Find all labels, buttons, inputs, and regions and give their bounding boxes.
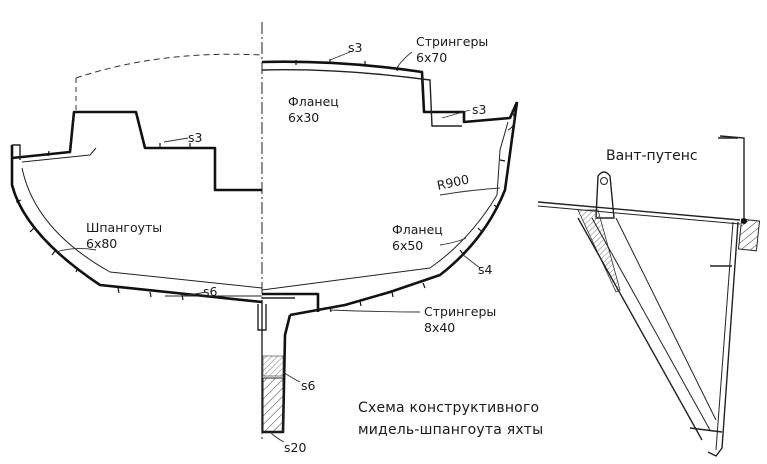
deck-camber-dashed	[75, 53, 263, 79]
label-flange-top-2: 6x30	[288, 110, 319, 125]
label-flange-bottom-2: 6x50	[392, 238, 423, 253]
label-radius: R900	[436, 171, 471, 192]
keel-hatch-light	[262, 355, 284, 377]
label-frames-2: 6x80	[86, 236, 117, 251]
chainplate-title: Вант-путенс	[606, 148, 698, 164]
right-bottom-line	[262, 292, 320, 312]
left-deck-lining	[21, 147, 97, 163]
right-stringer-ticks	[295, 59, 506, 313]
label-s4: s4	[478, 262, 493, 277]
label-stringers-bottom-1: Стрингеры	[424, 304, 496, 319]
label-stringers-top-2: 6x70	[416, 50, 447, 65]
label-flange-top-1: Фланец	[288, 94, 339, 109]
chainplate-detail: Вант-путенс	[537, 135, 761, 457]
right-deck-outer	[261, 60, 519, 124]
right-hull-inner	[261, 121, 509, 291]
label-s6-bottom: s6	[203, 284, 218, 299]
label-frames-1: Шпангоуты	[86, 220, 162, 235]
label-stringers-top-1: Стрингеры	[416, 34, 488, 49]
leader-lines	[55, 51, 501, 443]
caption-line-1: Схема конструктивного	[358, 400, 539, 416]
label-s3-side: s3	[472, 102, 486, 117]
label-flange-bottom-1: Фланец	[392, 222, 443, 237]
labels: s3 Стрингеры 6x70 Фланец 6x30 s3 s3 R900…	[86, 34, 496, 455]
label-s3-cabin: s3	[188, 130, 202, 145]
caption-line-2: мидель-шпангоута яхты	[358, 422, 543, 438]
keel-center-strut	[257, 304, 267, 331]
label-s6-keel: s6	[301, 378, 316, 393]
label-s3-deck: s3	[348, 40, 362, 55]
right-deck-inner	[261, 69, 462, 127]
left-deck-cabin	[11, 110, 262, 192]
left-hull-lining	[21, 167, 263, 289]
left-bulwark	[12, 144, 21, 160]
label-s20: s20	[284, 440, 306, 455]
label-stringers-bottom-2: 8x40	[424, 320, 455, 335]
keel-hatch-heavy	[262, 377, 284, 433]
left-hull-outer	[10, 145, 263, 304]
right-hull-outer	[289, 101, 519, 317]
right-sheer-detail	[507, 109, 515, 131]
